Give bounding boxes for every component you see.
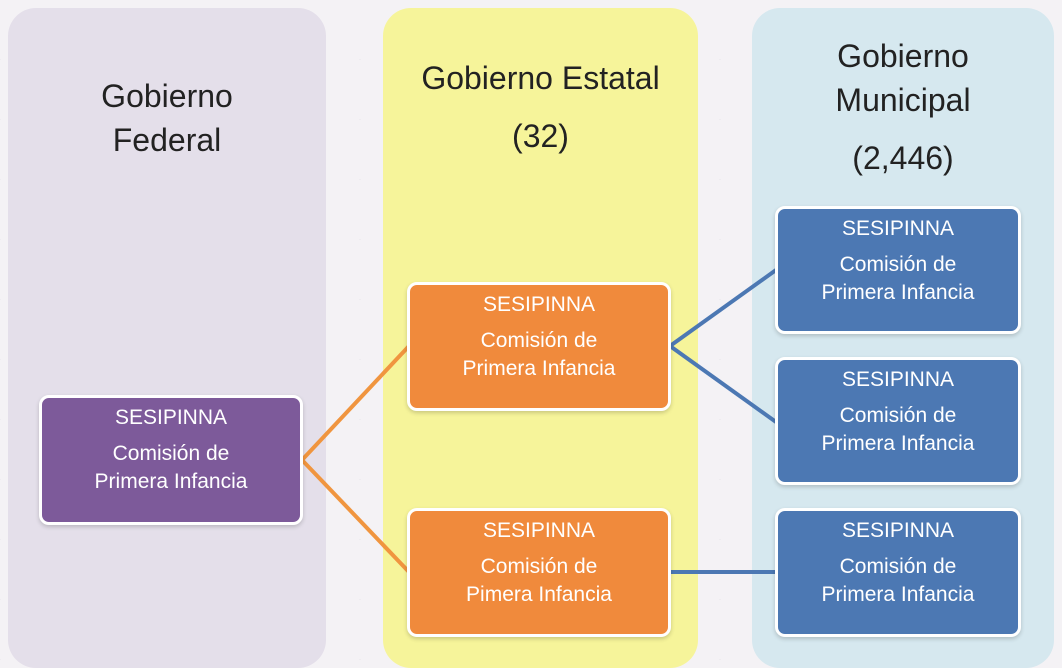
box-estatal-sesipinna-2: SESIPINNA Comisión de Pimera Infancia: [407, 508, 671, 637]
box-subtitle-line: Primera Infancia: [94, 470, 248, 493]
column-title-line: Federal: [112, 122, 222, 158]
box-estatal-sesipinna-1: SESIPINNA Comisión de Primera Infancia: [407, 282, 671, 411]
column-title-federal: Gobierno Federal: [8, 74, 326, 162]
box-title: SESIPINNA: [482, 293, 596, 316]
column-title-line: Gobierno Estatal: [421, 60, 660, 96]
column-title-line: Gobierno: [837, 38, 969, 74]
connector-estatal1-to-municipal2: [668, 344, 778, 424]
column-count: (32): [512, 118, 569, 154]
connector-federal-to-estatal-1: [300, 344, 411, 462]
box-subtitle-line: Primera Infancia: [821, 432, 975, 455]
box-subtitle-line: Comisión de: [839, 555, 957, 578]
box-subtitle-line: Primera Infancia: [462, 357, 616, 380]
box-municipal-sesipinna-2: SESIPINNA Comisión de Primera Infancia: [775, 357, 1021, 485]
column-title-municipal: Gobierno Municipal (2,446): [752, 34, 1054, 180]
box-municipal-sesipinna-3: SESIPINNA Comisión de Primera Infancia: [775, 508, 1021, 637]
column-title-line: Gobierno: [101, 78, 233, 114]
column-title-line: Municipal: [835, 82, 971, 118]
box-subtitle-line: Comisión de: [839, 404, 957, 427]
box-subtitle-line: Comisión de: [480, 329, 598, 352]
connector-estatal1-to-municipal1: [668, 268, 778, 348]
box-subtitle-line: Comisión de: [480, 555, 598, 578]
connector-federal-to-estatal-2: [300, 458, 411, 574]
box-municipal-sesipinna-1: SESIPINNA Comisión de Primera Infancia: [775, 206, 1021, 334]
box-title: SESIPINNA: [482, 519, 596, 542]
box-title: SESIPINNA: [841, 368, 955, 391]
box-subtitle-line: Comisión de: [839, 253, 957, 276]
box-title: SESIPINNA: [841, 519, 955, 542]
box-title: SESIPINNA: [114, 406, 228, 429]
box-subtitle-line: Primera Infancia: [821, 281, 975, 304]
column-gobierno-federal: Gobierno Federal: [8, 8, 326, 668]
box-subtitle-line: Primera Infancia: [821, 583, 975, 606]
box-subtitle-line: Comisión de: [112, 442, 230, 465]
box-federal-sesipinna: SESIPINNA Comisión de Primera Infancia: [39, 395, 303, 525]
column-title-estatal: Gobierno Estatal (32): [383, 56, 698, 158]
box-subtitle-line: Pimera Infancia: [466, 583, 612, 606]
column-count: (2,446): [852, 140, 954, 176]
box-title: SESIPINNA: [841, 217, 955, 240]
